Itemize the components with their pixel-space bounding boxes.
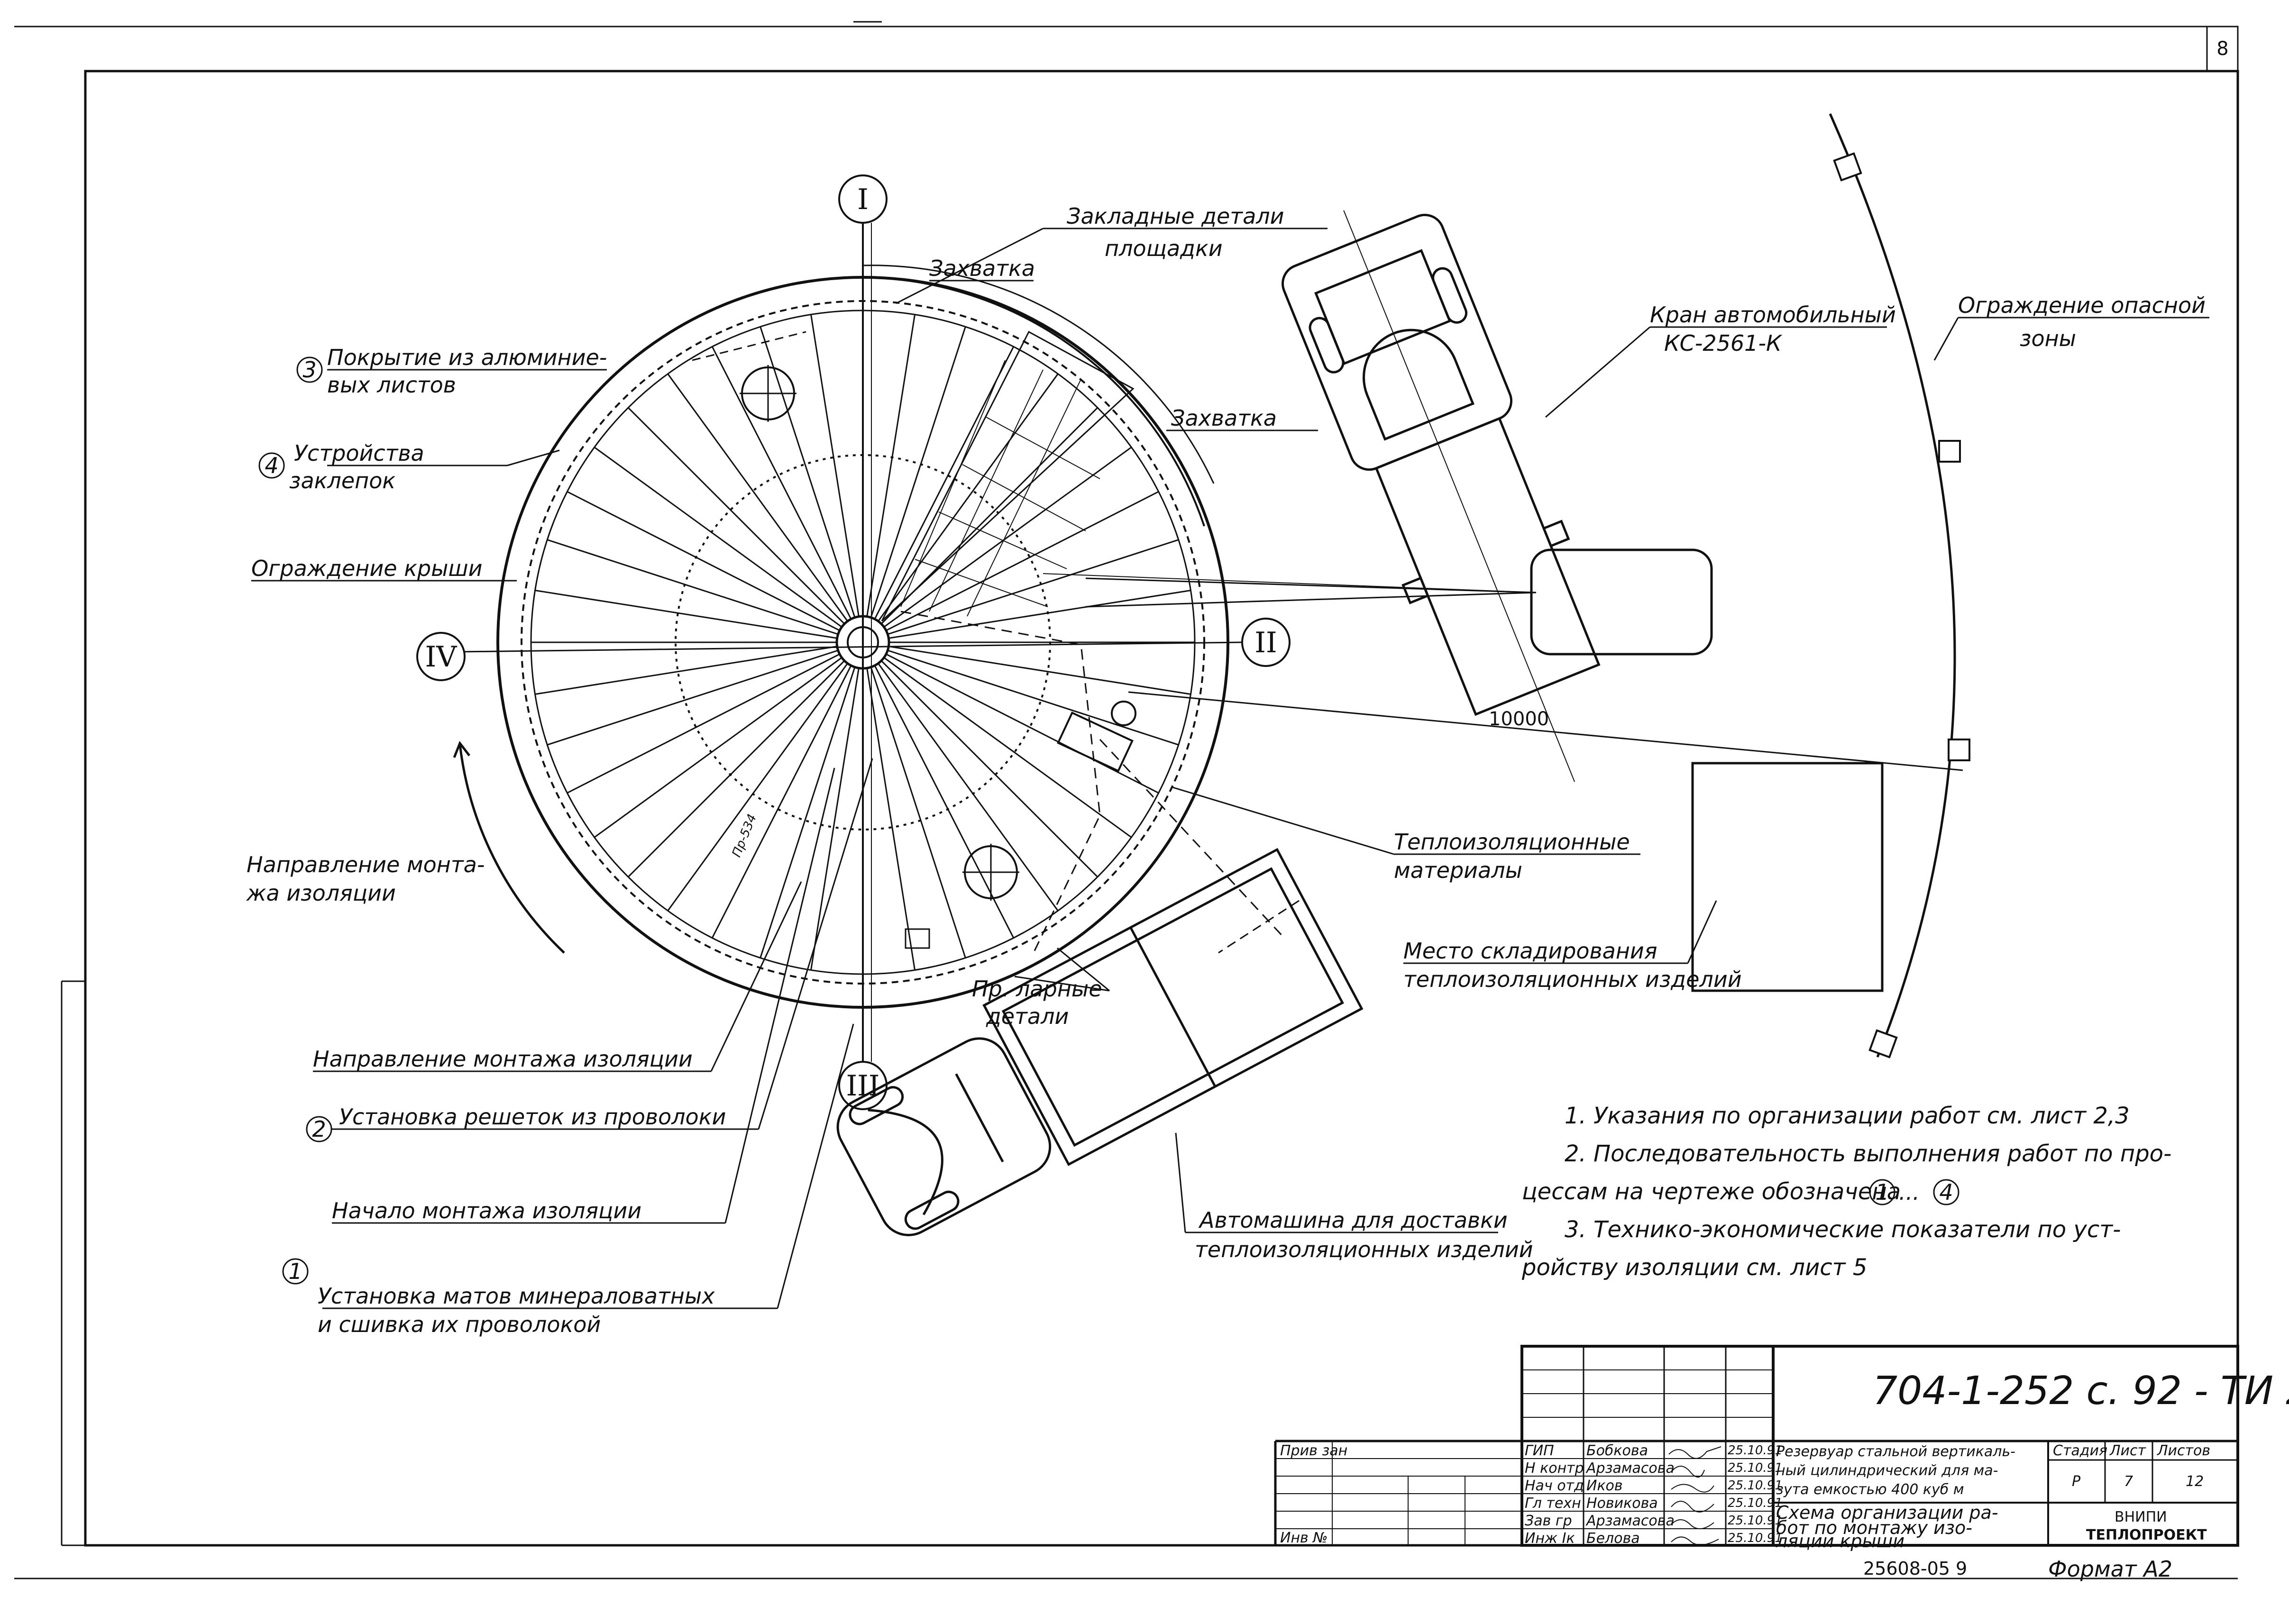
sheet-title-2: бот по монтажу изо- — [1776, 1517, 1972, 1538]
note-3-line-1: 3. Технико-экономические показатели по у… — [1565, 1216, 2121, 1243]
process-number-4: 4 — [265, 453, 278, 478]
role-5: Инж Iк — [1525, 1530, 1575, 1547]
stage-header: Стадия — [2053, 1442, 2107, 1459]
label-mats-2: и сшивка их проволокой — [318, 1312, 601, 1337]
dimension-label: 10000 — [1489, 708, 1549, 730]
name-3: Новикова — [1586, 1495, 1658, 1512]
date-3: 25.10.91 — [1728, 1496, 1783, 1510]
axis-label-top: I — [857, 183, 869, 216]
label-zakhvatka-top: Захватка — [929, 255, 1035, 281]
lists-value: 12 — [2186, 1473, 2204, 1490]
lists-header: Листов — [2157, 1442, 2210, 1459]
note-1: 1. Указания по организации работ см. лис… — [1565, 1103, 2130, 1129]
label-crane-2: КС-2561-К — [1664, 330, 1783, 356]
label-roof-alum-1: Покрытие из алюминие- — [327, 345, 607, 370]
axis-label-right: II — [1254, 626, 1277, 659]
date-4: 25.10.91 — [1728, 1514, 1783, 1528]
stage-value: Р — [2072, 1473, 2081, 1490]
name-0: Бобкова — [1586, 1442, 1648, 1459]
label-spare-parts-1: Пр. ларные — [972, 976, 1102, 1002]
object-name-3: зута емкостью 400 куб м — [1776, 1481, 1964, 1498]
tank-roof-plan — [459, 223, 1286, 1062]
role-4: Зав гр — [1525, 1513, 1572, 1529]
date-1: 25.10.91 — [1728, 1461, 1783, 1475]
name-5: Белова — [1586, 1530, 1640, 1547]
label-truck-2: теплоизоляционных изделий — [1195, 1237, 1533, 1262]
note-2-line-1: 2. Последовательность выполнения работ п… — [1565, 1140, 2171, 1167]
label-direction-bottom: Направление монтажа изоляции — [313, 1046, 693, 1072]
list-header: Лист — [2109, 1442, 2147, 1459]
sheet-number: 8 — [2216, 38, 2228, 60]
process-number-1: 1 — [288, 1259, 302, 1284]
sheet-title-1: Схема организации ра- — [1776, 1502, 1998, 1523]
label-rivets-1: Устройства — [294, 440, 424, 466]
role-2: Нач отд — [1525, 1478, 1584, 1494]
approved-label: Прив зан — [1280, 1442, 1347, 1459]
organization-2: ТЕПЛОПРОЕКТ — [2086, 1527, 2207, 1543]
note-2-dots: ... — [1899, 1179, 1920, 1205]
label-direction-1: Направление монта- — [247, 852, 485, 877]
label-wire-grid: Установка решеток из проволоки — [339, 1104, 726, 1130]
date-0: 25.10.91 — [1728, 1443, 1783, 1458]
date-2: 25.10.91 — [1728, 1478, 1783, 1493]
label-storage-1: Место складирования — [1403, 938, 1657, 964]
label-insulation-materials-2: материалы — [1394, 858, 1522, 883]
label-embedded-parts-2: площадки — [1105, 236, 1223, 261]
note-2-from-number: 1 — [1875, 1179, 1889, 1205]
label-mats-1: Установка матов минераловатных — [318, 1283, 715, 1309]
organization-1: ВНИПИ — [2115, 1509, 2167, 1525]
label-insulation-materials-1: Теплоизоляционные — [1394, 829, 1630, 855]
role-1: Н контр — [1525, 1460, 1584, 1477]
label-danger-fence-2: зоны — [2020, 326, 2076, 351]
delivery-truck — [836, 848, 1364, 1236]
drawing-code: 704-1-252 с. 92 - ТИ 2 — [1873, 1369, 2289, 1414]
role-0: ГИП — [1525, 1442, 1554, 1459]
label-roof-alum-2: вых листов — [327, 372, 456, 398]
name-2: Иков — [1586, 1478, 1623, 1494]
name-1: Арзамасова — [1585, 1460, 1675, 1477]
axis-label-left: IV — [425, 640, 458, 674]
list-value: 7 — [2124, 1473, 2133, 1490]
note-2-line-2: цессам на чертеже обозначена — [1522, 1178, 1901, 1205]
title-block — [1274, 1345, 2239, 1547]
danger-zone-fence — [1829, 113, 1956, 1058]
label-roof-fence: Ограждение крыши — [251, 556, 483, 581]
name-4: Арзамасова — [1585, 1513, 1675, 1529]
sheet-title-3: ляции крыши — [1776, 1531, 1904, 1551]
process-number-3: 3 — [302, 357, 316, 383]
label-embedded-parts-1: Закладные детали — [1067, 203, 1284, 229]
inventory-label: Инв № — [1280, 1530, 1328, 1546]
label-storage-2: теплоизоляционных изделий — [1403, 967, 1742, 992]
note-2-to-number: 4 — [1939, 1179, 1953, 1205]
label-truck-1: Автомашина для доставки — [1198, 1207, 1508, 1233]
object-name-1: Резервуар стальной вертикаль- — [1776, 1443, 2015, 1460]
format-label: Формат А2 — [2048, 1556, 2172, 1582]
process-number-2: 2 — [312, 1116, 326, 1142]
storage-area — [1691, 762, 1884, 992]
label-danger-fence-1: Ограждение опасной — [1958, 292, 2206, 318]
role-3: Гл техн — [1525, 1495, 1581, 1512]
label-direction-2: жа изоляции — [246, 880, 396, 906]
archive-number: 25608-05 9 — [1863, 1558, 1967, 1579]
label-crane-1: Кран автомобильный — [1650, 302, 1896, 328]
crane-symbol — [1043, 210, 1713, 782]
label-rivets-2: заклепок — [289, 468, 395, 493]
label-zakhvatka-right: Захватка — [1171, 405, 1277, 431]
label-start: Начало монтажа изоляции — [332, 1198, 641, 1223]
note-3-line-2: ройству изоляции см. лист 5 — [1521, 1254, 1867, 1281]
label-spare-parts-2: детали — [986, 1004, 1069, 1029]
object-name-2: ный цилиндрический для ма- — [1776, 1462, 1998, 1479]
date-5: 25.10.91 — [1728, 1531, 1783, 1545]
